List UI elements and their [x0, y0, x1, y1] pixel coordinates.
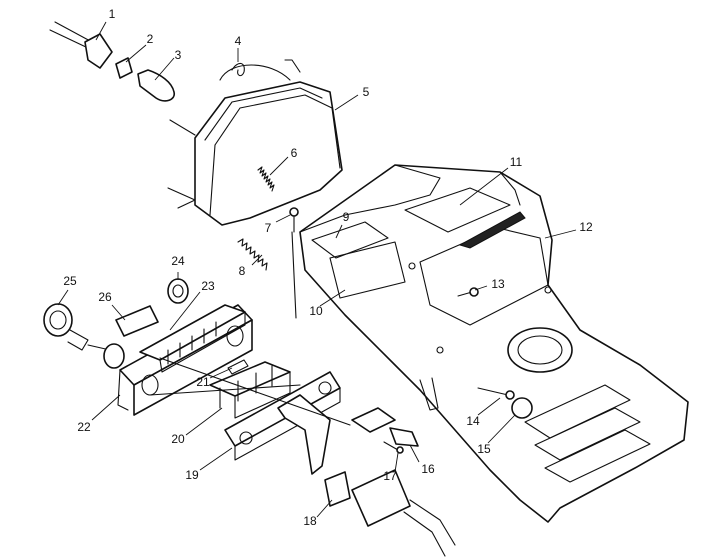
callout-23: 23	[201, 279, 215, 293]
callout-9: 9	[343, 210, 350, 224]
mounting-bracket	[224, 371, 341, 475]
headlight-housing	[167, 59, 343, 226]
screw	[289, 207, 299, 233]
bulb-and-connector	[49, 21, 175, 102]
hood-housing	[299, 164, 689, 523]
callout-6: 6	[291, 146, 298, 160]
callout-2: 2	[147, 32, 154, 46]
toggle-switch	[351, 407, 419, 447]
callout-20: 20	[171, 432, 185, 446]
lamp-socket	[324, 469, 456, 557]
long-screw	[477, 387, 515, 400]
switch-block	[209, 359, 291, 419]
wire-clip	[231, 62, 245, 77]
leader-lines	[57, 21, 577, 518]
callout-5: 5	[363, 85, 370, 99]
switch-housing	[139, 304, 246, 373]
callout-11: 11	[510, 155, 523, 169]
callout-26: 26	[98, 290, 112, 304]
callout-18: 18	[303, 514, 317, 528]
callout-15: 15	[477, 442, 491, 456]
callout-22: 22	[77, 420, 91, 434]
callout-19: 19	[185, 468, 199, 482]
key-switch	[43, 303, 125, 369]
callout-4: 4	[235, 34, 242, 48]
callout-labels: 1 2 3 4 5 6 7 8 9 10 11 12 13 14 15 16 1…	[63, 7, 593, 528]
bolt	[457, 287, 479, 297]
grommet	[167, 278, 189, 304]
callout-16: 16	[421, 462, 435, 476]
callout-8: 8	[239, 264, 246, 278]
alignment-lines	[149, 231, 351, 426]
callout-17: 17	[383, 469, 397, 483]
callout-7: 7	[265, 221, 272, 235]
callout-25: 25	[63, 274, 77, 288]
callout-14: 14	[466, 414, 480, 428]
callout-10: 10	[309, 304, 323, 318]
callout-3: 3	[175, 48, 182, 62]
spring	[257, 166, 275, 192]
callout-21: 21	[196, 375, 210, 389]
small-screw	[383, 441, 404, 454]
callout-12: 12	[579, 220, 593, 234]
callout-1: 1	[109, 7, 116, 21]
callout-24: 24	[171, 254, 185, 268]
decal-strip	[115, 305, 159, 337]
spring-lower	[237, 238, 268, 271]
callout-13: 13	[491, 277, 505, 291]
